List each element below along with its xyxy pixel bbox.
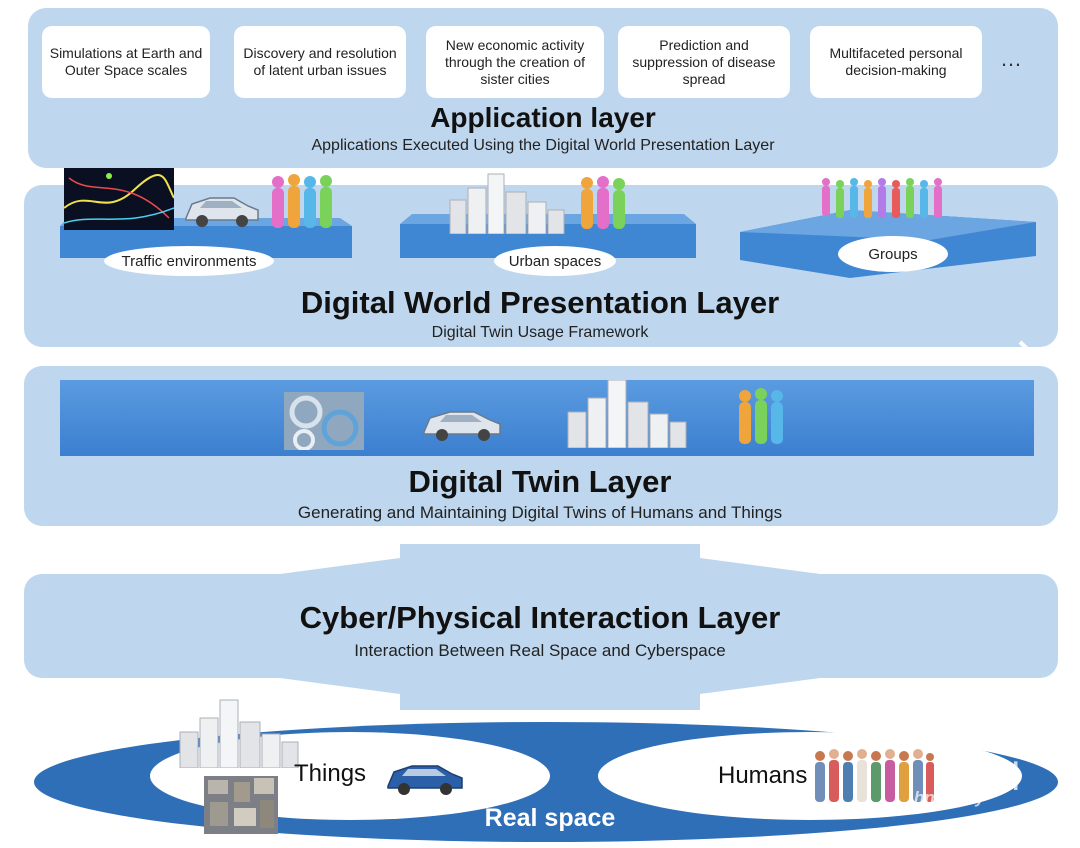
watermark-latin: hn today (914, 788, 985, 807)
application-layer-subtitle: Applications Executed Using the Digital … (311, 137, 775, 154)
twin-layer-title: Digital Twin Layer (408, 464, 672, 499)
crowd-icon (822, 178, 942, 218)
label-traffic-environments: Traffic environments (104, 246, 274, 276)
up-arrow (280, 544, 820, 574)
ellipsis: … (1000, 46, 1022, 71)
twin-layer-subtitle: Generating and Maintaining Digital Twins… (297, 503, 783, 522)
aerial-city-image (204, 776, 278, 834)
interaction-layer-subtitle: Interaction Between Real Space and Cyber… (354, 641, 726, 660)
crowd-photo-icon (815, 749, 934, 802)
buildings-icon (449, 173, 565, 234)
app-box-urban-issues: Discovery and resolution of latent urban… (234, 26, 406, 98)
twin-platform (60, 380, 1034, 456)
buildings-icon-3 (179, 699, 299, 768)
people-group-icon-2 (581, 176, 625, 229)
label-urban-spaces: Urban spaces (494, 246, 616, 276)
gears-image (284, 392, 364, 450)
interaction-layer-title: Cyber/Physical Interaction Layer (299, 600, 781, 635)
application-layer-panel: Simulations at Earth and Outer Space sca… (28, 8, 1058, 168)
blue-car-icon (387, 765, 463, 795)
buildings-icon-2 (567, 380, 687, 448)
presentation-layer-subtitle: Digital Twin Usage Framework (431, 324, 649, 341)
people-group-icon-3 (739, 388, 783, 444)
down-arrow (280, 678, 820, 710)
label-things: Things (294, 760, 367, 787)
application-layer-title: Application layer (430, 102, 656, 133)
label-groups: Groups (838, 236, 948, 272)
app-box-simulations: Simulations at Earth and Outer Space sca… (42, 26, 210, 98)
label-humans: Humans (718, 762, 808, 789)
app-box-disease-spread: Prediction and suppression of disease sp… (618, 26, 790, 98)
app-box-decision-making: Multifaceted personal decision-making (810, 26, 982, 98)
watermark-korean: 투데이 (938, 761, 1021, 794)
people-group-icon (272, 174, 332, 228)
traffic-map-image (64, 168, 174, 230)
interaction-layer-panel (24, 574, 1058, 678)
label-real-space: Real space (484, 804, 616, 832)
presentation-layer-title: Digital World Presentation Layer (300, 285, 780, 320)
app-box-sister-cities: New economic activity through the creati… (426, 26, 604, 98)
car-icon-2 (423, 411, 501, 441)
car-icon (185, 197, 259, 227)
